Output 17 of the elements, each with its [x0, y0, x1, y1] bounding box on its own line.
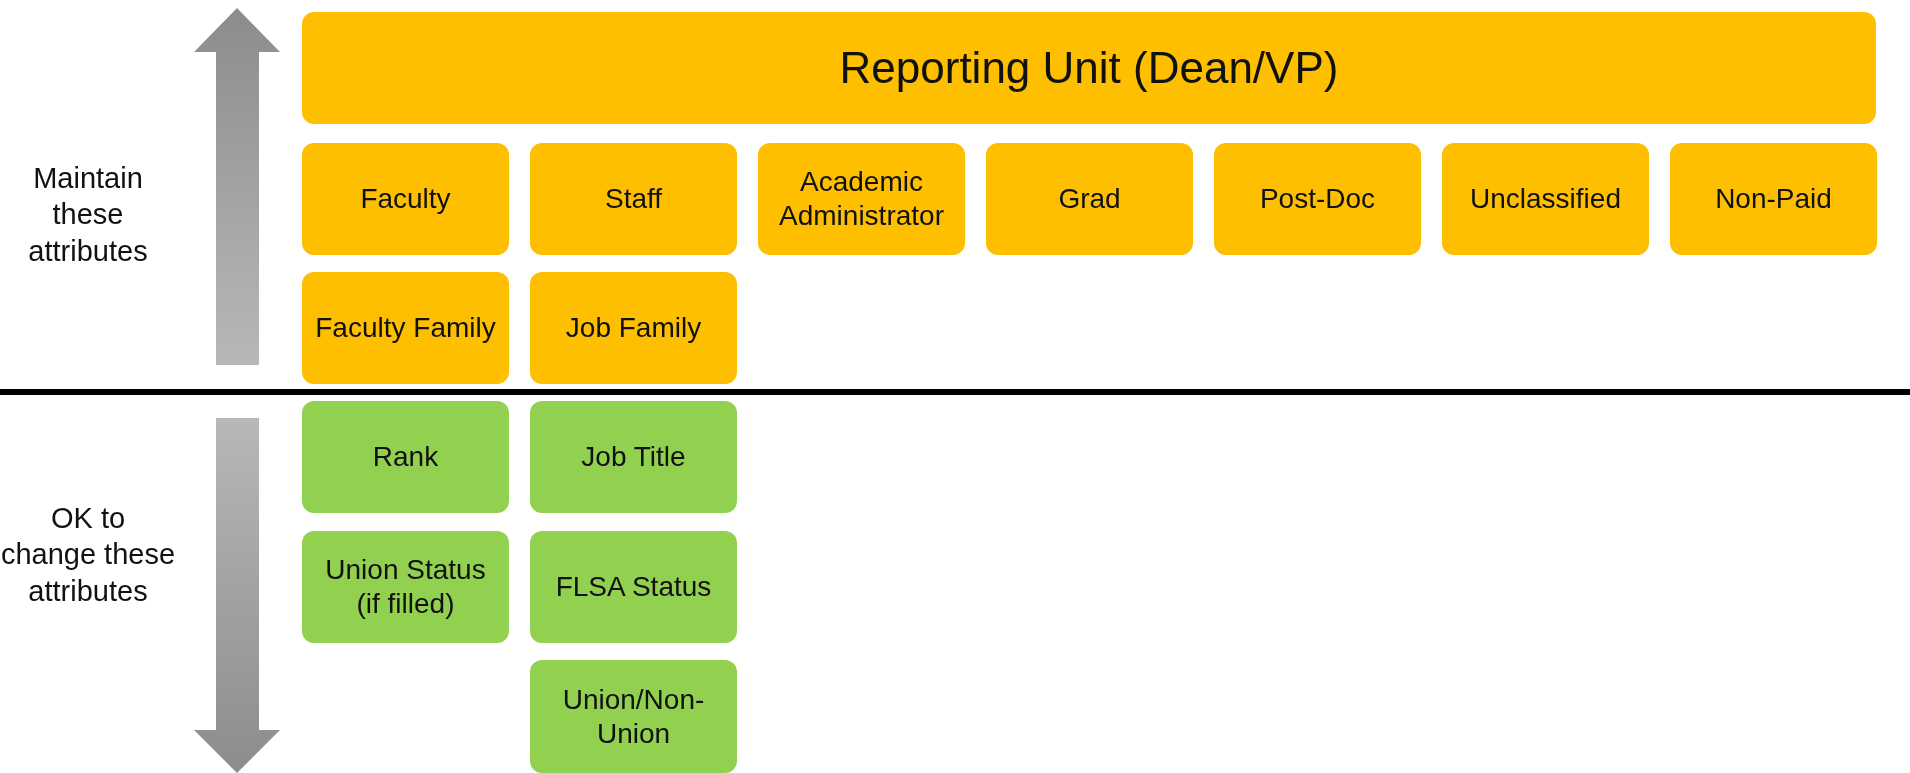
attribute-box: Non-Paid: [1670, 143, 1877, 255]
attribute-box: Job Family: [530, 272, 737, 384]
attribute-box: Faculty Family: [302, 272, 509, 384]
attribute-box: Union/Non-Union: [530, 660, 737, 773]
attribute-box: Staff: [530, 143, 737, 255]
attribute-box: Grad: [986, 143, 1193, 255]
attribute-box: Union Status (if filled): [302, 531, 509, 643]
attribute-box: Job Title: [530, 401, 737, 513]
header-box: Reporting Unit (Dean/VP): [302, 12, 1876, 124]
side-label: Maintain these attributes: [27, 161, 149, 269]
attribute-box: Unclassified: [1442, 143, 1649, 255]
attribute-box: Faculty: [302, 143, 509, 255]
attribute-box: Academic Administrator: [758, 143, 965, 255]
side-label: OK to change these attributes: [0, 501, 176, 609]
attribute-box: FLSA Status: [530, 531, 737, 643]
attribute-box: Post-Doc: [1214, 143, 1421, 255]
attribute-box: Rank: [302, 401, 509, 513]
